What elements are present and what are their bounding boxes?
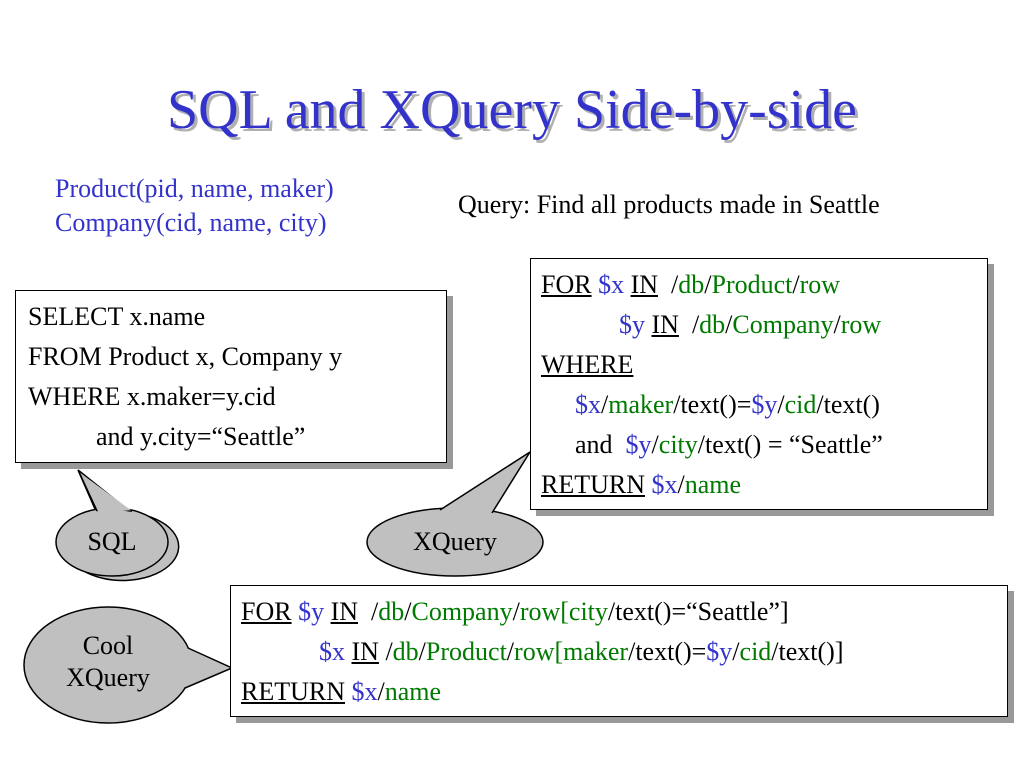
cool-path-company: Company — [411, 597, 513, 626]
cool-callout-tail — [184, 647, 234, 689]
xquery-return-line: RETURN $x/name — [541, 470, 742, 499]
cool-path-name: name — [384, 677, 442, 706]
slide-title: SQL and XQuery Side-by-side — [166, 79, 858, 141]
sql-and-line: and y.city=“Seattle” — [96, 422, 306, 451]
cool-return-line: RETURN $x/name — [241, 677, 442, 706]
kw-where: WHERE — [541, 350, 634, 379]
path-city: city — [658, 430, 698, 459]
kw-return: RETURN — [541, 470, 645, 499]
cool-label-line2: XQuery — [66, 663, 150, 692]
cool-for-line: FOR $y IN /db/Company/row[city/text()=“S… — [241, 597, 789, 626]
cool-path-cid: cid — [739, 637, 772, 666]
path-db-2: db — [699, 310, 726, 339]
path-row: row — [799, 270, 841, 299]
cool-text-eq: text()= — [635, 637, 707, 666]
cool-var-y-2: $y — [706, 637, 733, 666]
schema-product: Product(pid, name, maker) — [55, 174, 334, 203]
var-y-3: $y — [625, 430, 652, 459]
path-row-2: row — [840, 310, 882, 339]
var-x-2: $x — [575, 390, 601, 419]
kw-in: IN — [630, 270, 659, 299]
xquery-box: FOR $x IN /db/Product/row $y IN /db/Comp… — [530, 258, 988, 510]
kw-for: FOR — [541, 270, 592, 299]
path-db: db — [678, 270, 705, 299]
cool-path-row-maker: row[maker — [514, 637, 629, 666]
text-fn: text()= — [680, 390, 752, 419]
cool-path-row-city: row[city — [519, 597, 608, 626]
sql-select-line: SELECT x.name — [28, 302, 206, 331]
var-y-2: $y — [751, 390, 778, 419]
schema-company: Company(cid, name, city) — [55, 208, 327, 237]
xquery-join-line: $x/maker/text()=$y/cid/text() — [575, 390, 880, 419]
xquery-where-line: WHERE — [541, 345, 977, 385]
text-seattle: text() = “Seattle” — [705, 430, 883, 459]
kw-in-2: IN — [651, 310, 679, 339]
cool-path-product: Product — [425, 637, 507, 666]
path-maker: maker — [608, 390, 674, 419]
xquery-and-line: and $y/city/text() = “Seattle” — [575, 430, 883, 459]
xquery-callout-tail — [439, 451, 531, 514]
cool-for-x-line: $x IN /db/Product/row[maker/text()=$y/ci… — [319, 637, 844, 666]
path-name: name — [684, 470, 742, 499]
cool-kw-return: RETURN — [241, 677, 345, 706]
xquery-for-line: FOR $x IN /db/Product/row — [541, 270, 841, 299]
cool-text-close: text()] — [778, 637, 844, 666]
schema-definition: Product(pid, name, maker) Company(cid, n… — [55, 172, 334, 240]
xquery-label: XQuery — [413, 527, 497, 556]
query-description: Query: Find all products made in Seattle — [458, 190, 880, 219]
text-fn-2: text() — [823, 390, 880, 419]
cool-city-cond: text()=“Seattle”] — [615, 597, 789, 626]
path-cid: cid — [784, 390, 817, 419]
cool-var-x-2: $x — [351, 677, 378, 706]
var-x-3: $x — [651, 470, 678, 499]
var-y: $y — [619, 310, 645, 339]
sql-label: SQL — [87, 527, 137, 556]
cool-var-x: $x — [319, 637, 345, 666]
kw-and: and — [575, 430, 613, 459]
sql-query-box: SELECT x.name FROM Product x, Company y … — [15, 290, 447, 463]
cool-label-line1: Cool — [82, 631, 134, 660]
path-product: Product — [711, 270, 793, 299]
cool-var-y: $y — [298, 597, 325, 626]
cool-xquery-label: Cool XQuery — [24, 630, 192, 694]
cool-path-db-2: db — [392, 637, 419, 666]
sql-where-line: WHERE x.maker=y.cid — [28, 382, 276, 411]
cool-kw-in-2: IN — [351, 637, 379, 666]
sql-callout-tail — [78, 471, 133, 514]
sql-from-line: FROM Product x, Company y — [28, 342, 343, 371]
xquery-for-y-line: $y IN /db/Company/row — [619, 310, 882, 339]
cool-kw-in: IN — [330, 597, 359, 626]
cool-path-db: db — [378, 597, 405, 626]
cool-xquery-box: FOR $y IN /db/Company/row[city/text()=“S… — [230, 585, 1008, 717]
cool-kw-for: FOR — [241, 597, 292, 626]
path-company: Company — [732, 310, 834, 339]
var-x: $x — [598, 270, 625, 299]
